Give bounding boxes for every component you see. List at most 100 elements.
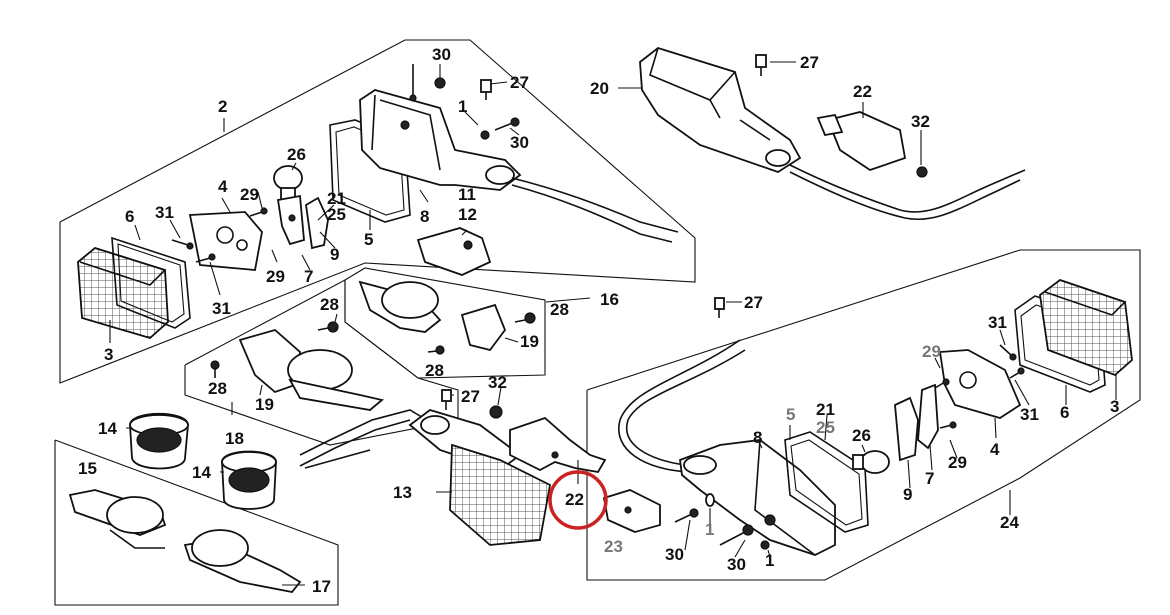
label-12: 12 [458,205,477,224]
label-5-lower: 5 [786,405,795,424]
bracket-18-19 [238,328,384,411]
label-30-lower-b: 30 [727,555,746,574]
label-27-mid: 27 [461,387,480,406]
screw-27-32-upper-right [755,54,928,178]
label-7-lower: 7 [925,469,934,488]
label-29-top: 29 [240,185,259,204]
group-outline-18 [184,279,459,446]
label-8-top: 8 [420,207,429,226]
label-30-mid: 30 [510,133,529,152]
screws-28-group [210,312,536,378]
label-31-lower-b: 31 [1020,405,1039,424]
terminal-21-25-upper [276,194,305,246]
label-21-lower: 21 [816,400,835,419]
label-31-top: 31 [155,203,174,222]
screws-31-29-upper [171,207,268,263]
label-19-left: 19 [255,395,274,414]
screws-lower-right [674,344,1025,550]
label-14-upper: 14 [98,419,117,438]
rubber-14-upper [129,412,189,470]
lens-3-upper-left [77,246,169,340]
label-1-lower-a: 1 [705,520,714,539]
mount-17 [183,529,302,593]
label-25-top: 25 [327,205,346,224]
wire-harness-24 [618,339,746,473]
leader-lines [109,61,1117,586]
label-6-top: 6 [125,207,134,226]
label-9-lower: 9 [903,485,912,504]
label-26-lower: 26 [852,426,871,445]
terminal-7-lower [917,383,939,450]
label-1-top: 1 [458,97,467,116]
label-28-c: 28 [425,361,444,380]
screws-30-27-1-upper [409,64,520,140]
rubber-14-lower [221,450,277,510]
bulb-26-lower [852,450,890,474]
label-20: 20 [590,79,609,98]
lens-13 [408,409,552,546]
label-4-top: 4 [218,177,228,196]
group-outline-24 [586,249,1141,581]
group-outline-2 [59,39,696,384]
label-23: 23 [604,537,623,556]
label-27-top: 27 [510,73,529,92]
label-11: 11 [458,185,476,204]
socket-23 [602,489,661,533]
turn-signal-20 [639,47,802,173]
label-25-lower: 25 [816,418,835,437]
label-14-lower: 14 [192,463,211,482]
label-28-a: 28 [320,295,339,314]
label-28-b: 28 [550,300,569,319]
label-21-top: 21 [327,189,346,208]
label-9-top: 9 [330,245,339,264]
label-31-lower: 31 [988,313,1007,332]
part-labels: 30 27 2 1 30 26 4 29 21 25 6 31 8 11 12 … [78,45,1119,596]
label-24: 24 [1000,513,1019,532]
bracket-9-upper [305,196,329,250]
label-30-lower-a: 30 [665,545,684,564]
socket-11-12 [416,227,492,276]
bracket-9-lower [894,396,919,462]
label-18: 18 [225,429,244,448]
screws-27-32-front [441,297,725,419]
label-29-mid: 29 [266,267,285,286]
label-27-midright: 27 [744,293,763,312]
label-16: 16 [600,290,619,309]
label-31-mid: 31 [212,299,231,318]
label-13: 13 [393,483,412,502]
socket-22-upper [816,111,907,171]
socket-plate-4 [188,211,263,271]
label-28-d: 28 [208,379,227,398]
label-19-right: 19 [520,332,539,351]
label-6-lower: 6 [1060,403,1069,422]
lens-gasket-5-lower [784,431,869,533]
socket-plate-4-lower [938,349,1022,419]
label-7-top: 7 [304,267,313,286]
group-outline-16 [344,267,546,379]
label-17: 17 [312,577,331,596]
housing-8-lower [679,439,836,556]
label-8-lower: 8 [753,428,762,447]
label-27-topright: 27 [800,53,819,72]
gasket-6-upper-left [111,236,191,329]
stem-and-wires-13 [299,409,436,469]
label-22-topright: 22 [853,82,872,101]
label-15: 15 [78,459,97,478]
bulb-26-upper [273,165,303,201]
gasket-6-lower [1014,295,1106,393]
label-5-top: 5 [364,230,373,249]
label-2: 2 [218,97,227,116]
socket-22-front [509,416,607,473]
bracket-16 [358,280,507,352]
label-29-lower-a: 29 [922,342,941,361]
lens-gasket-5-upper [329,119,411,223]
wire-harness-upper [511,177,679,243]
highlight-circle-22 [548,470,608,530]
label-30-top: 30 [432,45,451,64]
label-32-topright: 32 [911,112,930,131]
wire-harness-20 [789,164,1026,220]
label-3-lower: 3 [1110,397,1119,416]
lens-3-lower-right [1039,278,1133,377]
